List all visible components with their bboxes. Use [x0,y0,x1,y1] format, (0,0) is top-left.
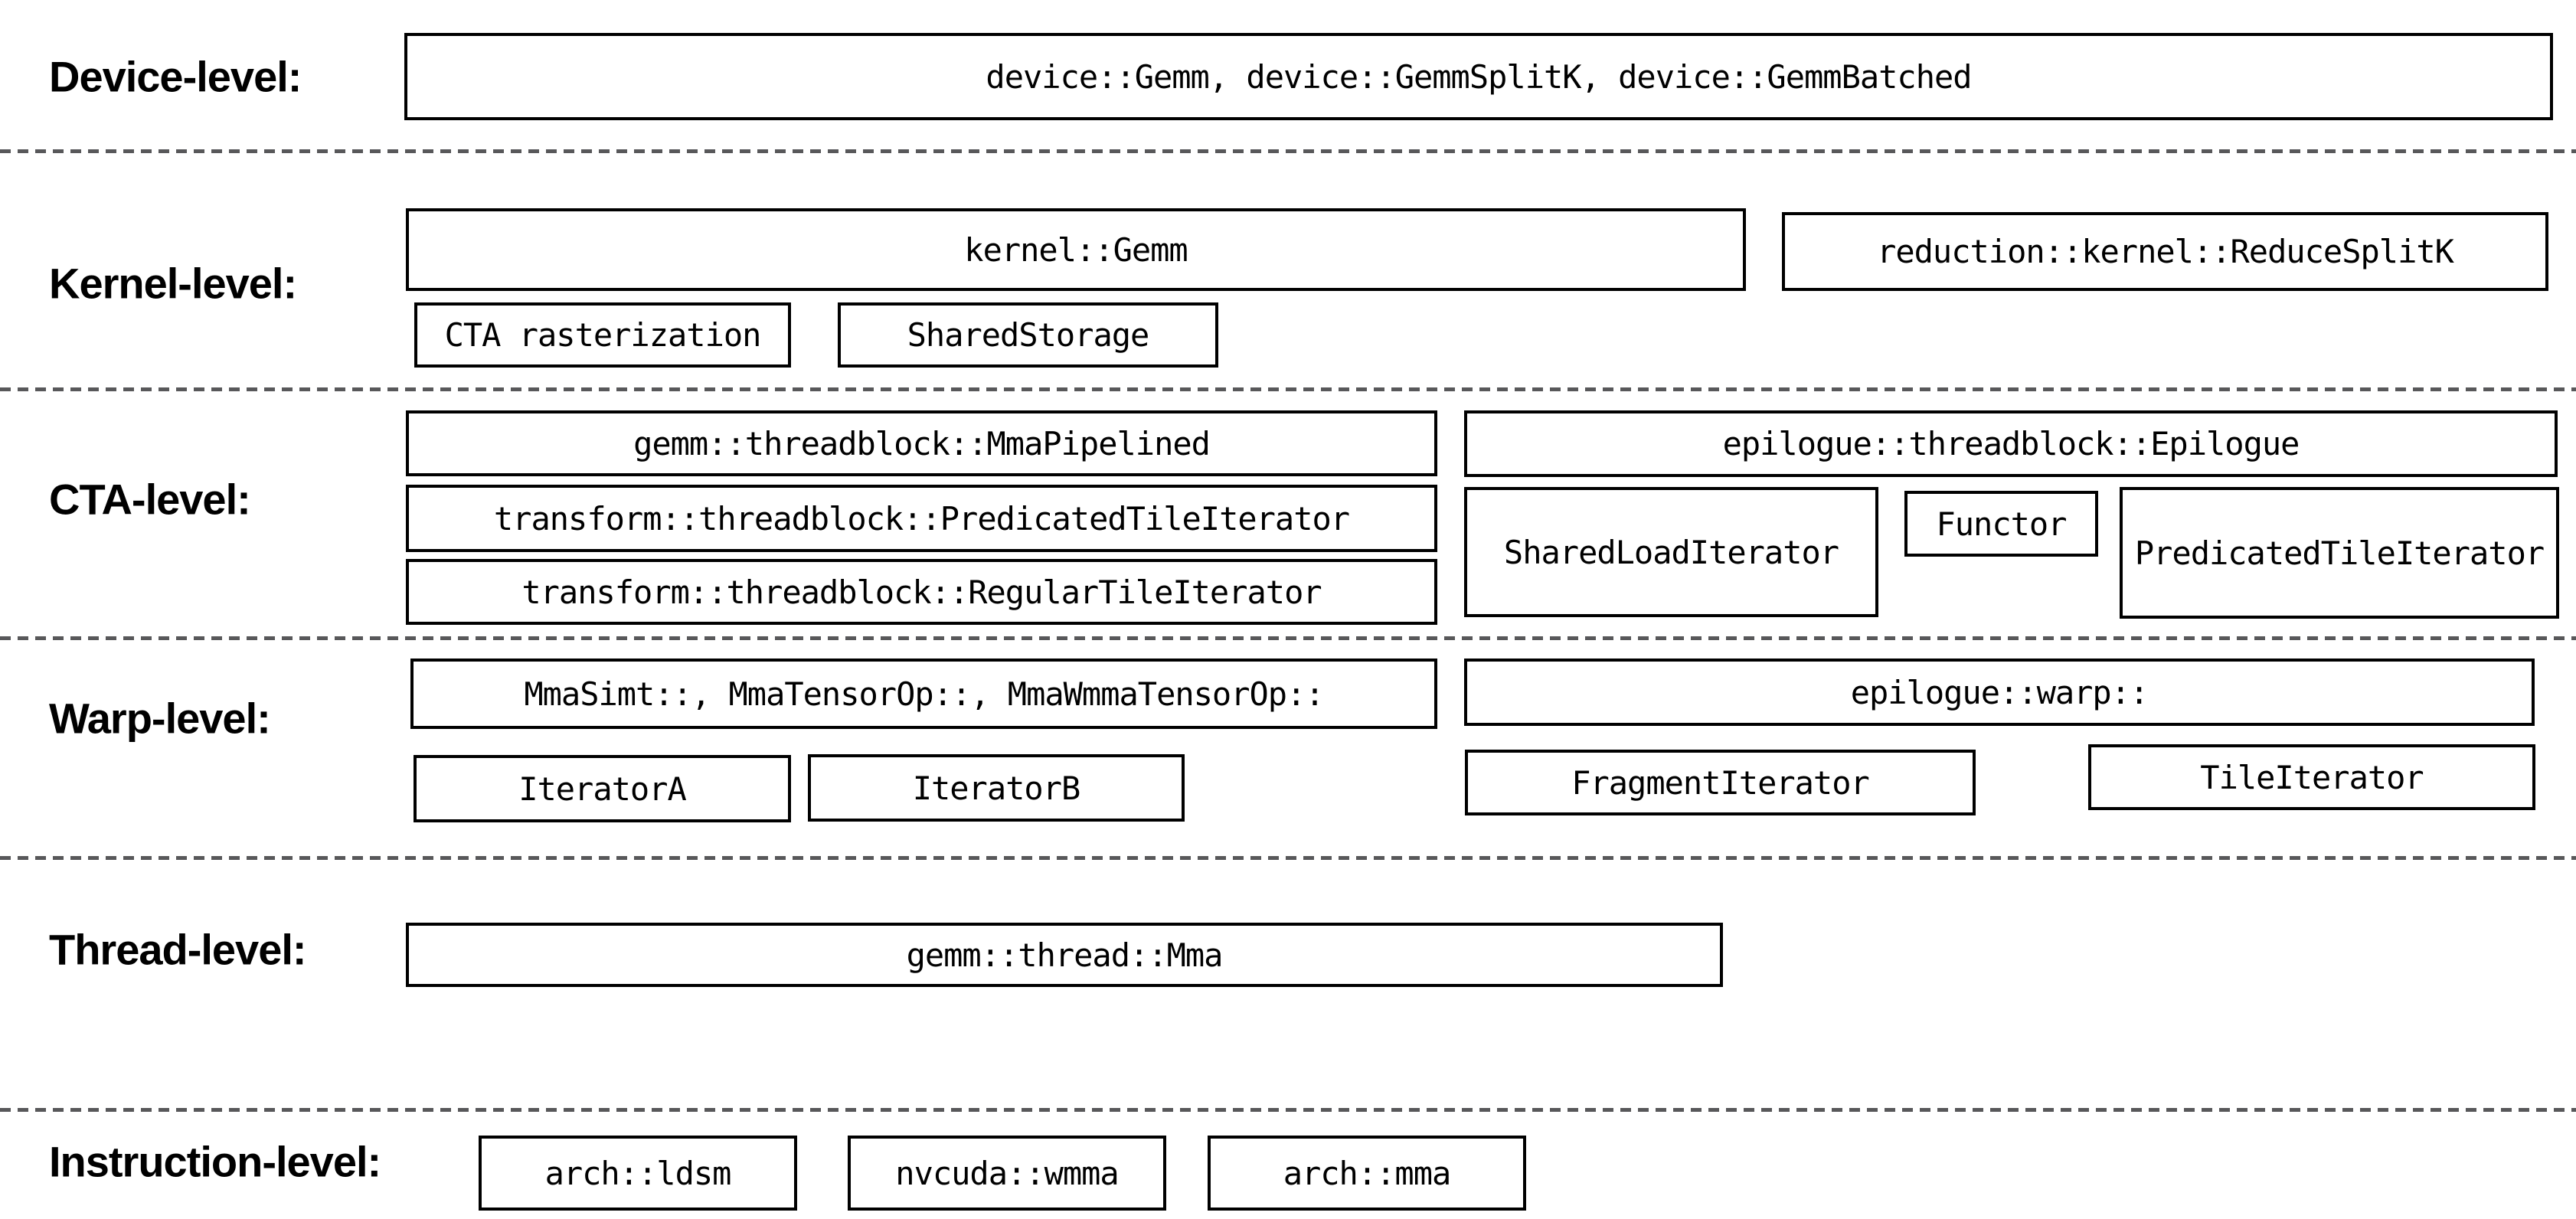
mma-pipelined-box: gemm::threadblock::MmaPipelined [406,410,1437,476]
nvcuda-wmma-box: nvcuda::wmma [848,1136,1166,1211]
functor-box: Functor [1904,491,2098,557]
mma-pipelined-box-label: gemm::threadblock::MmaPipelined [633,424,1211,462]
warp-level-label: Warp-level: [49,694,271,743]
cta-rasterization-box-label: CTA rasterization [444,316,762,354]
epilogue-warp-box: epilogue::warp:: [1464,659,2535,726]
epilogue-threadblock-box: epilogue::threadblock::Epilogue [1464,410,2558,477]
mma-simt-box-label: MmaSimt::, MmaTensorOp::, MmaWmmaTensorO… [524,675,1324,713]
fragment-iterator-box: FragmentIterator [1465,750,1976,815]
transform-predicated-tile-iterator-box: transform::threadblock::PredicatedTileIt… [406,485,1437,552]
predicated-tile-iterator-box: PredicatedTileIterator [2120,487,2559,619]
iterator-b-box: IteratorB [808,754,1185,822]
cta-level-label: CTA-level: [49,475,251,524]
arch-ldsm-box: arch::ldsm [479,1136,797,1211]
fragment-iterator-box-label: FragmentIterator [1571,763,1870,802]
arch-mma-box-label: arch::mma [1283,1154,1452,1192]
gemm-thread-mma-box: gemm::thread::Mma [406,923,1723,987]
reduce-splitk-box: reduction::kernel::ReduceSplitK [1782,212,2548,291]
device-level-label: Device-level: [49,52,302,101]
kernel-level-label: Kernel-level: [49,259,297,308]
device-gemm-box: device::Gemm, device::GemmSplitK, device… [404,33,2553,120]
transform-regular-tile-iterator-box: transform::threadblock::RegularTileItera… [406,559,1437,625]
tile-iterator-box-label: TileIterator [2200,758,2424,796]
kernel-gemm-box: kernel::Gemm [406,208,1746,291]
separator-cta-warp [0,636,2576,640]
transform-predicated-tile-iterator-box-label: transform::threadblock::PredicatedTileIt… [493,499,1350,538]
device-gemm-box-label: device::Gemm, device::GemmSplitK, device… [986,57,1972,96]
separator-device-kernel [0,149,2576,153]
predicated-tile-iterator-box-label: PredicatedTileIterator [2134,534,2545,572]
shared-storage-box-label: SharedStorage [907,316,1150,354]
shared-load-iterator-box: SharedLoadIterator [1464,487,1878,617]
reduce-splitk-box-label: reduction::kernel::ReduceSplitK [1877,233,2454,270]
instruction-level-label: Instruction-level: [49,1137,381,1186]
iterator-a-box-label: IteratorA [518,770,687,808]
shared-storage-box: SharedStorage [838,302,1218,368]
separator-warp-thread [0,856,2576,860]
separator-thread-instruction [0,1108,2576,1112]
shared-load-iterator-box-label: SharedLoadIterator [1503,533,1839,571]
cta-rasterization-box: CTA rasterization [414,302,791,368]
arch-mma-box: arch::mma [1208,1136,1526,1211]
nvcuda-wmma-box-label: nvcuda::wmma [895,1154,1119,1192]
epilogue-threadblock-box-label: epilogue::threadblock::Epilogue [1722,425,2300,462]
separator-kernel-cta [0,387,2576,391]
functor-box-label: Functor [1936,505,2067,543]
gemm-thread-mma-box-label: gemm::thread::Mma [906,936,1224,974]
iterator-b-box-label: IteratorB [912,769,1081,807]
tile-iterator-box: TileIterator [2088,744,2535,810]
kernel-gemm-box-label: kernel::Gemm [964,230,1188,269]
transform-regular-tile-iterator-box-label: transform::threadblock::RegularTileItera… [521,573,1322,611]
arch-ldsm-box-label: arch::ldsm [544,1154,732,1192]
thread-level-label: Thread-level: [49,925,307,974]
epilogue-warp-box-label: epilogue::warp:: [1850,673,2149,711]
mma-simt-box: MmaSimt::, MmaTensorOp::, MmaWmmaTensorO… [410,659,1437,729]
iterator-a-box: IteratorA [414,755,791,822]
